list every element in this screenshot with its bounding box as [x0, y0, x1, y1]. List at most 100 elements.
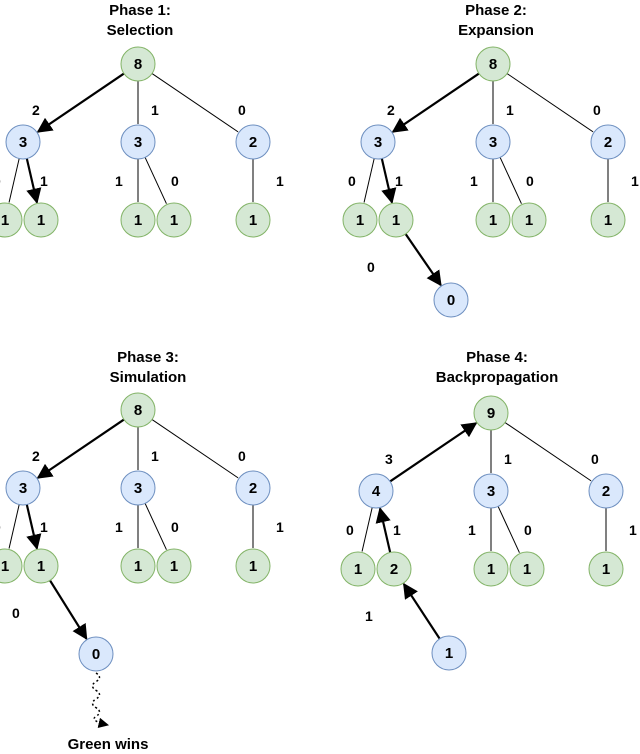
phase-title-line: Simulation	[110, 369, 187, 386]
tree-node-value: 1	[1, 558, 9, 575]
tree-node: 3	[120, 470, 156, 506]
edge-visit-label: 2	[32, 102, 40, 118]
phase-panel-3: Phase 3:Simulation210011010Green wins833…	[0, 349, 284, 753]
tree-node-circle	[340, 551, 376, 587]
tree-edge	[151, 73, 239, 133]
edge-visit-label: 0	[591, 451, 599, 467]
tree-node-value: 1	[392, 212, 400, 229]
phase-panel-1: Phase 1:Selection21001101833211111	[0, 2, 284, 238]
edge-visit-label: 0	[348, 173, 356, 189]
tree-node: 8	[120, 392, 156, 428]
tree-node-value: 2	[602, 483, 610, 500]
phase-title-line: Phase 1:	[109, 2, 171, 19]
edge-visit-label: 0	[238, 448, 246, 464]
tree-node: 3	[473, 473, 509, 509]
tree-node-circle	[360, 124, 396, 160]
tree-node: 0	[78, 636, 114, 672]
tree-node-value: 3	[374, 134, 382, 151]
tree-node-value: 1	[170, 558, 178, 575]
tree-node: 1	[475, 202, 511, 238]
tree-node: 3	[360, 124, 396, 160]
tree-node: 1	[511, 202, 547, 238]
tree-node-circle	[588, 473, 624, 509]
tree-node: 1	[235, 202, 271, 238]
edge-visit-label: 0	[524, 522, 532, 538]
phase-title: Phase 3:Simulation	[110, 349, 187, 386]
tree-edge	[391, 72, 480, 133]
tree-node-circle	[590, 202, 626, 238]
tree-node: 1	[0, 202, 23, 238]
tree-node: 1	[0, 548, 23, 584]
edge-visit-label: 1	[151, 102, 159, 118]
tree-node-value: 3	[19, 134, 27, 151]
tree-node: 8	[120, 46, 156, 82]
tree-node-circle	[0, 202, 23, 238]
tree-node-circle	[120, 124, 156, 160]
tree-node-circle	[120, 46, 156, 82]
tree-node-value: 1	[356, 212, 364, 229]
tree-node: 1	[120, 202, 156, 238]
edge-visit-label: 1	[365, 608, 373, 624]
tree-node-circle	[473, 551, 509, 587]
tree-node-value: 0	[447, 292, 455, 309]
tree-node-value: 1	[134, 212, 142, 229]
edge-visit-label: 1	[40, 519, 48, 535]
edge-visit-label: 1	[40, 173, 48, 189]
tree-node-circle	[235, 124, 271, 160]
edge-visit-label: 1	[506, 102, 514, 118]
tree-edge	[36, 418, 125, 479]
tree-node: 2	[235, 470, 271, 506]
tree-edge	[389, 422, 478, 483]
tree-node-circle	[511, 202, 547, 238]
tree-node-circle	[0, 548, 23, 584]
tree-node-value: 2	[249, 480, 257, 497]
edge-visit-label: 1	[470, 173, 478, 189]
tree-node: 2	[588, 473, 624, 509]
simulation-rollout-path	[91, 672, 110, 729]
tree-node-circle	[475, 46, 511, 82]
tree-node: 1	[120, 548, 156, 584]
edge-visit-label: 1	[393, 522, 401, 538]
tree-node-value: 8	[134, 402, 142, 419]
tree-edge	[144, 503, 167, 550]
tree-node: 1	[590, 202, 626, 238]
tree-node-value: 1	[602, 561, 610, 578]
edge-visit-label: 0	[12, 605, 20, 621]
tree-node-circle	[473, 395, 509, 431]
tree-node-circle	[433, 282, 469, 318]
tree-node-circle	[120, 392, 156, 428]
tree-node: 2	[235, 124, 271, 160]
tree-node: 1	[509, 551, 545, 587]
edge-visit-label: 1	[631, 173, 639, 189]
tree-node: 1	[473, 551, 509, 587]
tree-node-circle	[342, 202, 378, 238]
tree-node-circle	[156, 548, 192, 584]
tree-edge	[363, 158, 375, 203]
tree-node-value: 1	[37, 558, 45, 575]
tree-node-circle	[5, 124, 41, 160]
tree-edge	[151, 419, 239, 479]
tree-node-value: 1	[354, 561, 362, 578]
edge-visit-label: 0	[0, 519, 1, 535]
tree-node-circle	[378, 202, 414, 238]
tree-node-value: 1	[134, 558, 142, 575]
tree-node-value: 1	[487, 561, 495, 578]
tree-node: 1	[23, 202, 59, 238]
edge-visit-label: 1	[468, 522, 476, 538]
tree-node-circle	[590, 124, 626, 160]
tree-edge	[497, 506, 520, 553]
tree-edge	[49, 579, 88, 641]
tree-node-value: 3	[487, 483, 495, 500]
tree-node: 1	[156, 548, 192, 584]
tree-edge	[361, 507, 373, 552]
phase-title-line: Backpropagation	[436, 369, 559, 386]
tree-node: 1	[23, 548, 59, 584]
tree-node-value: 1	[523, 561, 531, 578]
tree-node-circle	[475, 124, 511, 160]
tree-node-value: 8	[489, 56, 497, 73]
edge-visit-label: 2	[387, 102, 395, 118]
tree-node: 3	[5, 470, 41, 506]
phase-title: Phase 4:Backpropagation	[436, 349, 559, 386]
edge-visit-label: 0	[367, 259, 375, 275]
edge-visit-label: 1	[115, 519, 123, 535]
